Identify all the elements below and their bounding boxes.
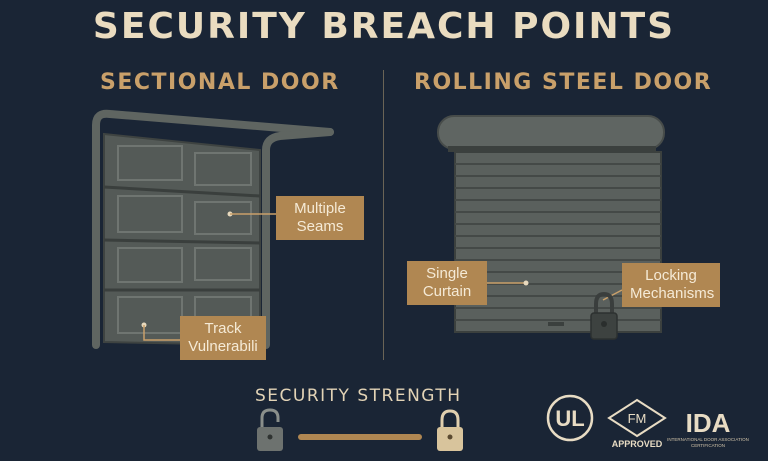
sectional-door-illustration <box>92 109 334 349</box>
strength-bar <box>298 434 422 440</box>
callout-locking-mechanisms: Locking Mechanisms <box>622 263 720 307</box>
ida-logo: IDA INTERNATIONAL DOOR ASSOCIATION CERTI… <box>667 408 749 448</box>
svg-text:UL: UL <box>555 406 584 431</box>
divider <box>383 70 384 360</box>
page-title: SECURITY BREACH POINTS <box>92 6 676 47</box>
svg-text:IDA: IDA <box>686 408 731 438</box>
rolling-steel-door-heading: ROLLING STEEL DOOR <box>414 70 713 95</box>
sectional-door-heading: SECTIONAL DOOR <box>100 70 340 95</box>
svg-text:APPROVED: APPROVED <box>612 439 663 449</box>
security-strength-label: SECURITY STRENGTH <box>255 386 462 406</box>
security-strength-graphic <box>257 408 463 451</box>
callout-single-curtain: Single Curtain <box>407 261 487 305</box>
svg-text:CERTIFICATION: CERTIFICATION <box>691 443 725 448</box>
svg-text:FM: FM <box>628 411 647 426</box>
callout-track-vulnerability: Track Vulnerabili <box>180 316 266 360</box>
locked-padlock-icon <box>437 409 463 451</box>
ul-logo: UL <box>546 394 594 442</box>
svg-text:INTERNATIONAL DOOR ASSOCIATION: INTERNATIONAL DOOR ASSOCIATION <box>667 437 749 442</box>
fm-approved-logo: FM APPROVED <box>607 398 667 449</box>
callout-multiple-seams: Multiple Seams <box>276 196 364 240</box>
unlocked-padlock-icon <box>257 408 283 451</box>
